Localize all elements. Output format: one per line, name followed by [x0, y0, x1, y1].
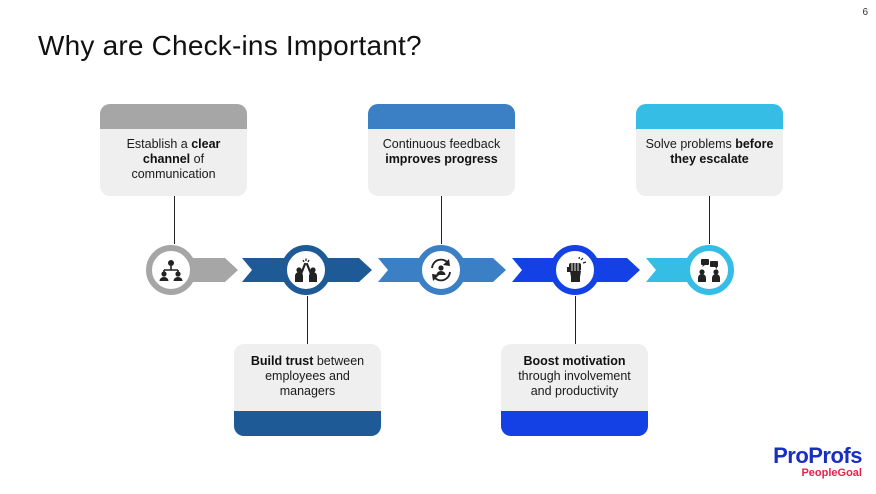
card-footer-bar [234, 411, 381, 436]
connector-line [307, 296, 308, 344]
connector-line [709, 196, 710, 244]
raised-fist-icon [567, 257, 587, 282]
card-header-bar [368, 104, 515, 129]
card-continuous-feedback: Continuous feedback improves progress [368, 104, 515, 196]
step-circle-4 [550, 245, 600, 295]
logo-sub-text: PeopleGoal [801, 467, 862, 479]
high-five-icon [295, 258, 317, 282]
card-clear-channel: Establish a clear channel of communicati… [100, 104, 247, 196]
step-circle-3 [416, 245, 466, 295]
slide-title: Why are Check-ins Important? [38, 30, 422, 61]
card-text: Continuous feedback improves progress [382, 137, 501, 166]
card-header-bar [636, 104, 783, 129]
connector-line [441, 196, 442, 244]
card-boost-motivation: Boost motivation through involvement and… [501, 344, 648, 436]
card-solve-problems: Solve problems before they escalate [636, 104, 783, 196]
step-circle-2 [281, 245, 331, 295]
card-footer-bar [501, 411, 648, 436]
step-circle-5 [684, 245, 734, 295]
step-circle-1 [146, 245, 196, 295]
connector-line [174, 196, 175, 244]
refresh-person-icon [431, 258, 451, 282]
organization-chart-icon [159, 260, 183, 281]
card-text: Establish a clear channel of communicati… [126, 137, 221, 181]
discussion-icon [698, 259, 720, 282]
card-text: Build trust between employees and manage… [250, 354, 365, 398]
page-number: 6 [862, 7, 868, 18]
card-header-bar [100, 104, 247, 129]
card-text: Solve problems before they escalate [645, 137, 774, 166]
card-build-trust: Build trust between employees and manage… [234, 344, 381, 436]
connector-line [575, 296, 576, 344]
card-text: Boost motivation through involvement and… [518, 354, 631, 398]
logo-main-text: ProProfs [773, 443, 862, 468]
proprofs-logo: ProProfs PeopleGoal [773, 445, 862, 480]
